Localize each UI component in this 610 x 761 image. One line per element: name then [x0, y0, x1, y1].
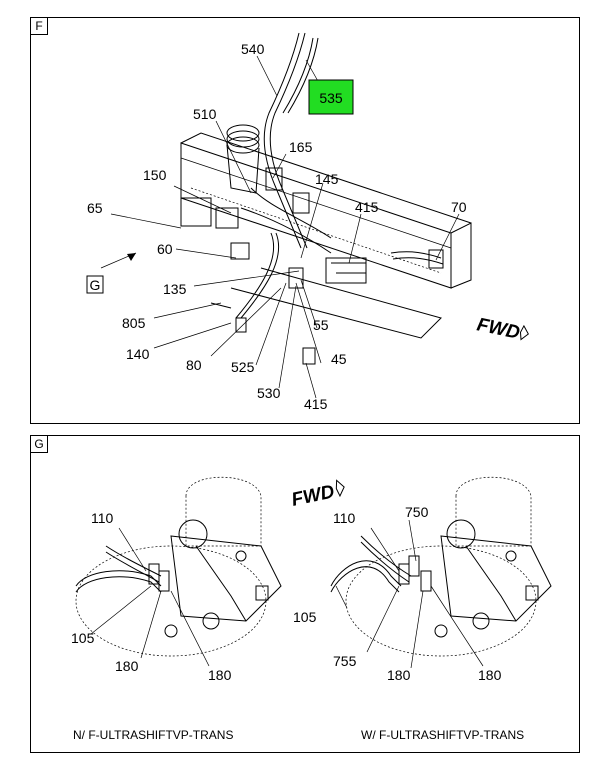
- fwd-indicator-g: FWD: [290, 479, 345, 511]
- callout-70: 70: [451, 199, 467, 215]
- right-callout-180a: 180: [387, 667, 411, 683]
- transmission-view-right: 110 750 105 755 180 180: [293, 477, 552, 683]
- callout-165: 165: [289, 139, 313, 155]
- coiled-hose: [226, 124, 260, 194]
- panel-g-tag: G: [31, 436, 48, 453]
- fwd-label-g: FWD: [290, 481, 337, 511]
- view-marker-box: [86, 275, 104, 294]
- callout-45: 45: [331, 351, 347, 367]
- callout-530: 530: [257, 385, 281, 401]
- connector-70: [390, 249, 444, 269]
- highlight-box-535[interactable]: [308, 79, 354, 115]
- callout-415-bottom: 415: [304, 396, 328, 412]
- callout-535[interactable]: 535: [319, 90, 343, 106]
- callout-135: 135: [163, 281, 187, 297]
- right-callout-105: 105: [293, 609, 317, 625]
- right-callout-750: 750: [405, 504, 429, 520]
- right-callout-110: 110: [333, 510, 356, 526]
- right-callout-180b: 180: [478, 667, 502, 683]
- callout-415-top: 415: [355, 199, 379, 215]
- panel-f-drawing: 535 540 510 165 150 145 65 415 70 60 135…: [86, 32, 529, 412]
- detail-panel-g: G FWD 110 105: [30, 435, 580, 753]
- left-callout-110: 110: [91, 510, 114, 526]
- callout-805: 805: [122, 315, 146, 331]
- callout-145: 145: [315, 171, 339, 187]
- panel-g-drawing: FWD 110 105 180 180: [71, 477, 552, 742]
- callout-60: 60: [157, 241, 173, 257]
- detail-panel-f: F: [30, 17, 580, 424]
- fwd-indicator: FWD: [475, 314, 529, 344]
- leader-lines: [100, 55, 460, 399]
- callout-80: 80: [186, 357, 202, 373]
- valve-assembly: [180, 167, 367, 365]
- callout-65: 65: [87, 200, 103, 216]
- left-callout-180a: 180: [115, 658, 139, 674]
- right-callout-755: 755: [333, 653, 357, 669]
- transmission-view-left: 110 105 180 180: [71, 477, 282, 683]
- callout-510: 510: [193, 106, 217, 122]
- caption-left: N/ F-ULTRASHIFTVP-TRANS: [73, 728, 233, 742]
- fwd-label: FWD: [475, 314, 522, 344]
- caption-right: W/ F-ULTRASHIFTVP-TRANS: [361, 728, 524, 742]
- callout-525: 525: [231, 359, 255, 375]
- callout-140: 140: [126, 346, 150, 362]
- callout-540: 540: [241, 41, 265, 57]
- left-callout-180b: 180: [208, 667, 232, 683]
- left-callout-105: 105: [71, 630, 95, 646]
- callout-55: 55: [313, 317, 329, 333]
- panel-f-tag: F: [31, 18, 48, 35]
- callout-150: 150: [143, 167, 167, 183]
- air-lines: [235, 32, 332, 319]
- view-marker-g: G: [90, 277, 101, 293]
- frame-rail: [180, 132, 472, 339]
